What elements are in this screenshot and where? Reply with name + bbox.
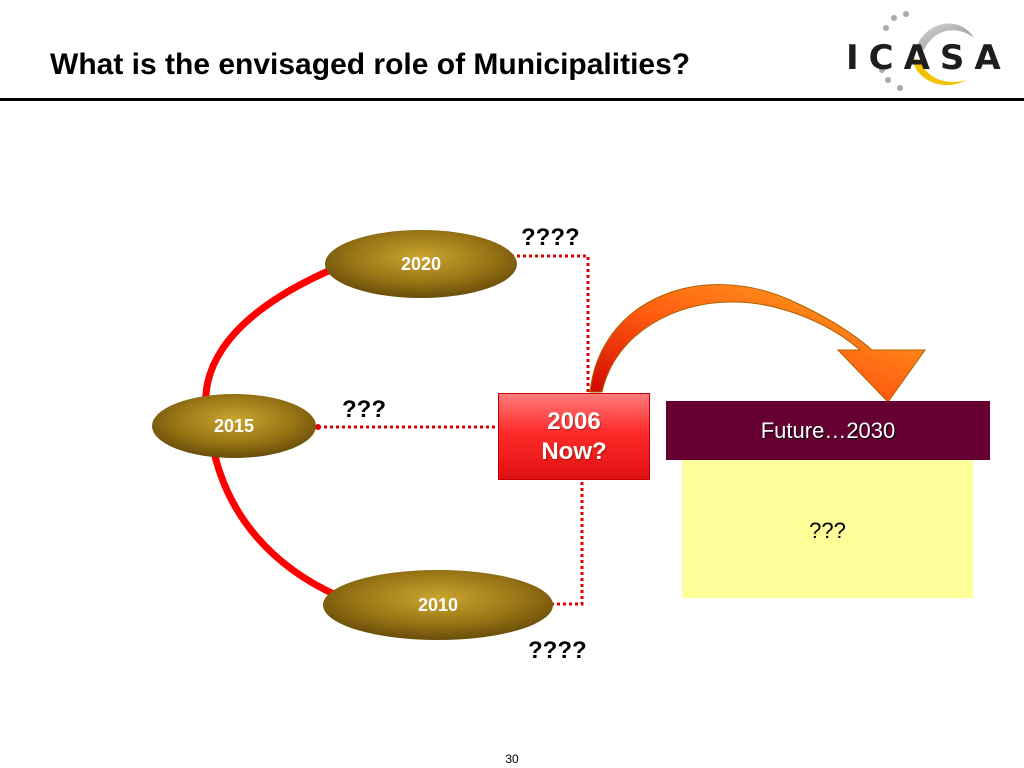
- node-2020-label: 2020: [400, 254, 442, 274]
- page-number: 30: [505, 752, 519, 766]
- page-title: What is the envisaged role of Municipali…: [50, 48, 691, 81]
- logo-text: ICASA: [846, 38, 1011, 78]
- future-body-text: ???: [809, 518, 846, 543]
- node-2010-label: 2010: [417, 595, 459, 615]
- node-2015: [152, 394, 316, 458]
- future-header: Future…2030: [666, 401, 990, 460]
- node-2010: [323, 570, 553, 640]
- dotted-connectors: [318, 254, 590, 606]
- title-divider: [0, 98, 1024, 101]
- node-2020: [325, 230, 517, 298]
- node-2015-label: 2015: [213, 416, 255, 436]
- now-box: 2006 Now?: [498, 393, 650, 480]
- question-bottom: ????: [528, 637, 587, 664]
- future-arrow-icon: [589, 284, 926, 403]
- logo-graphic-icon: [879, 11, 974, 91]
- question-middle: ???: [342, 396, 386, 423]
- future-body: ???: [682, 460, 973, 598]
- question-top: ????: [521, 224, 580, 251]
- icasa-logo: ICASA: [846, 10, 1011, 94]
